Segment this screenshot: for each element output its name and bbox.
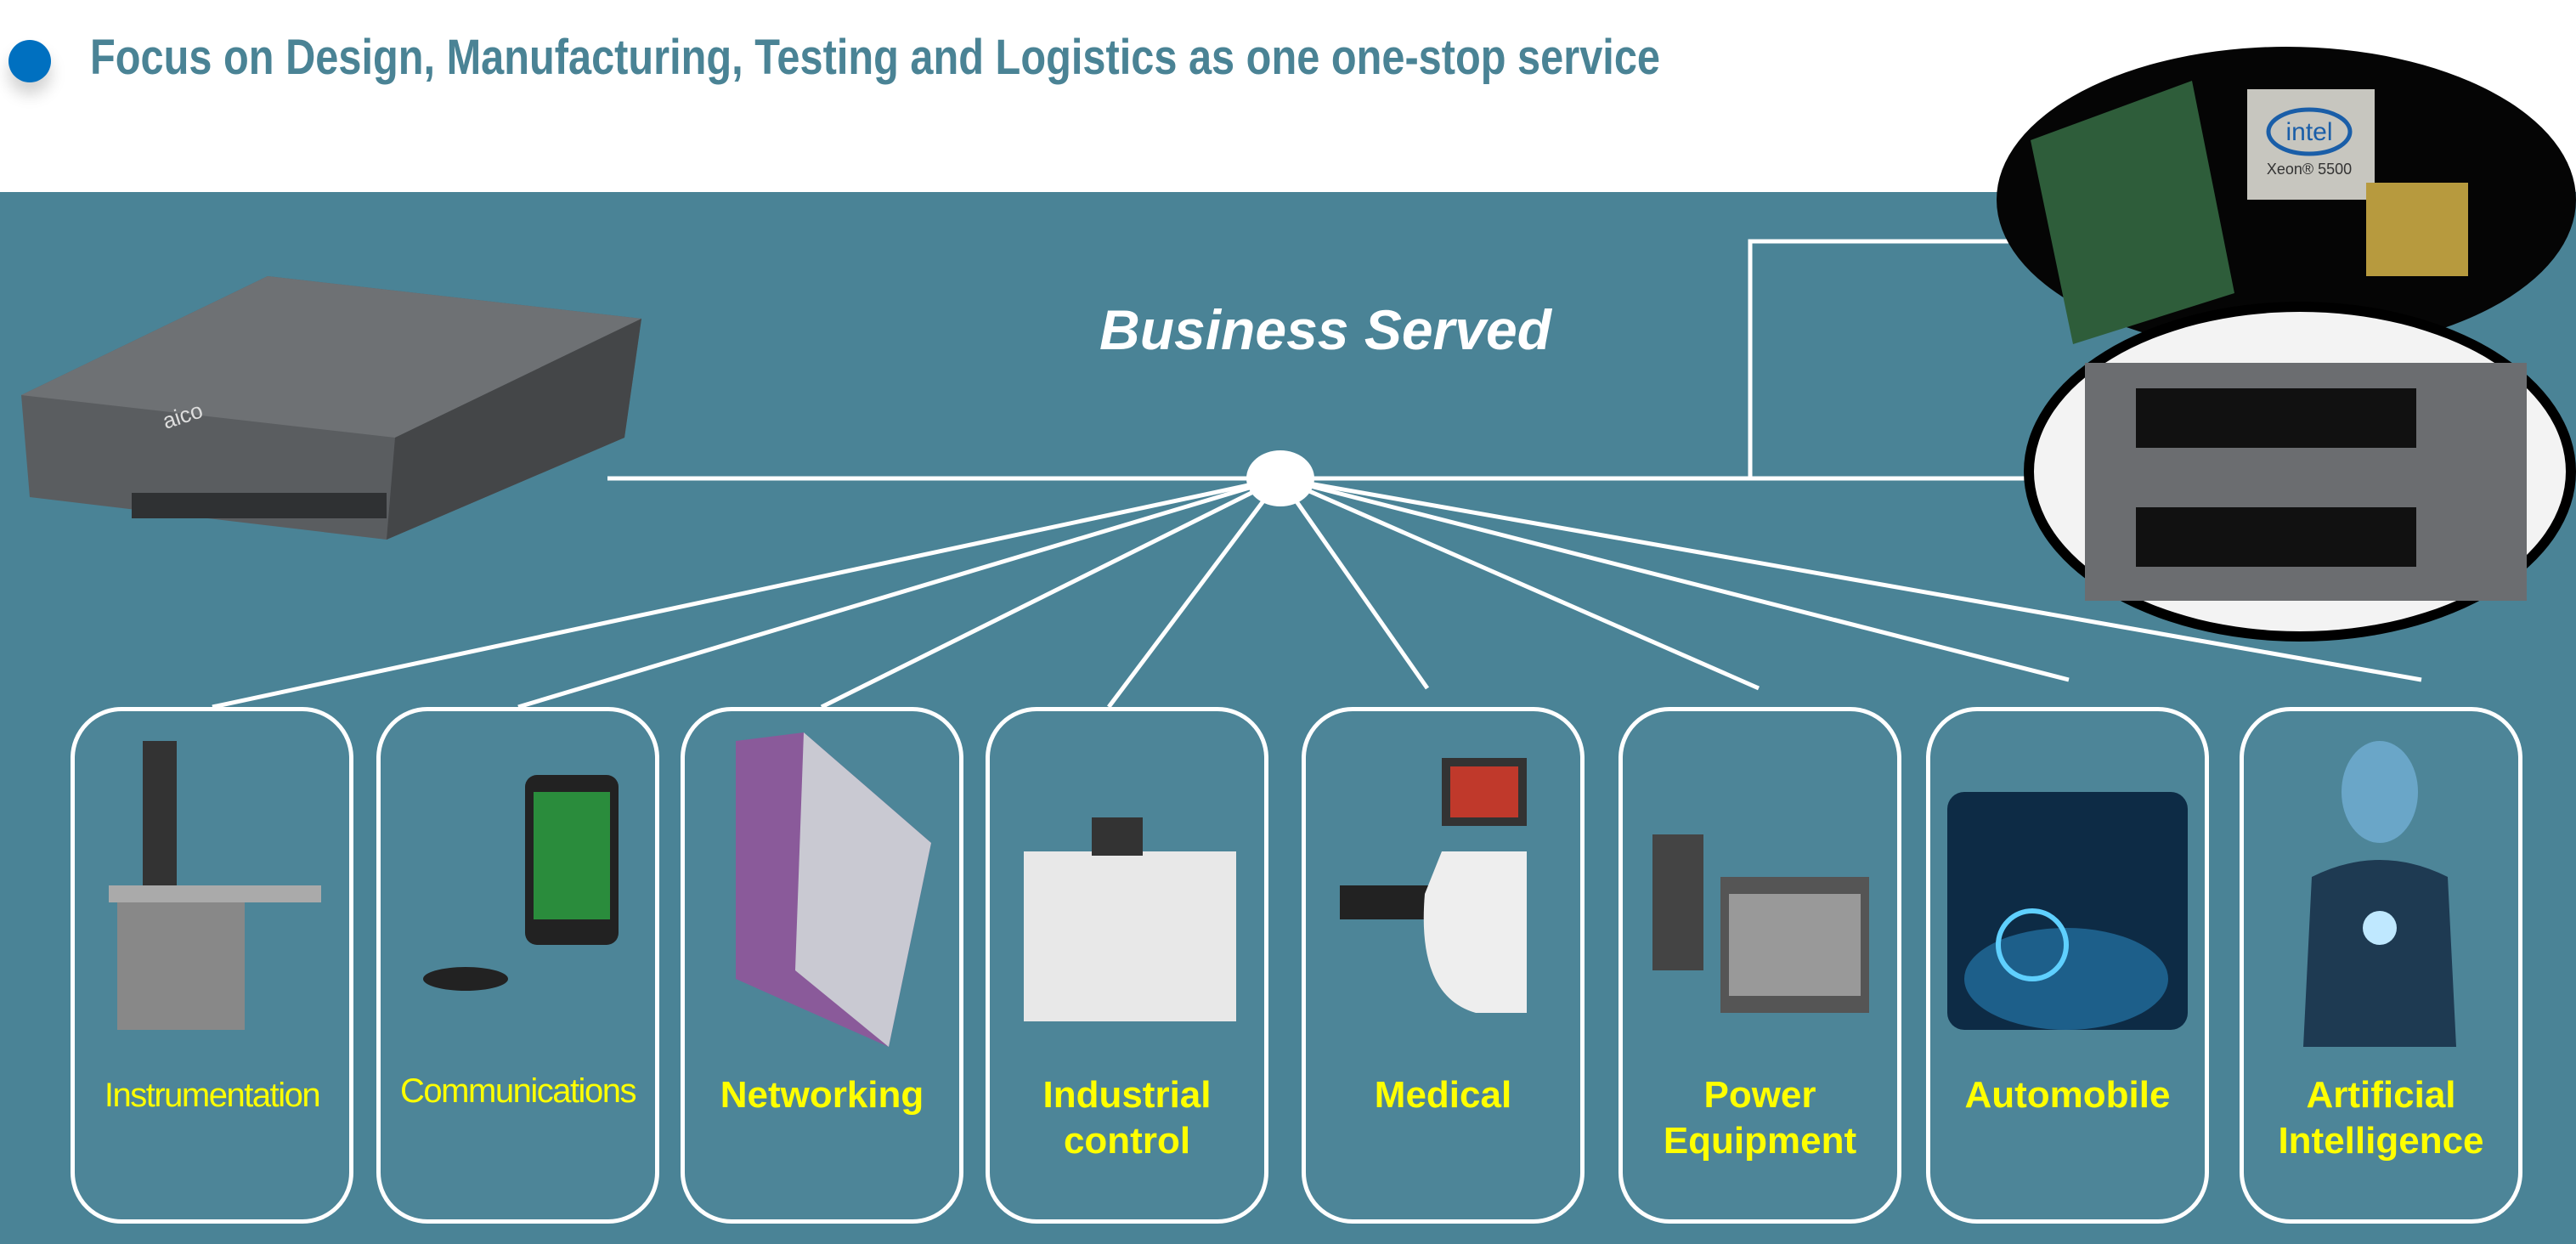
category-label: Power Equipment [1663, 1074, 1857, 1162]
medical-cart-image [1340, 758, 1527, 1013]
category-label: Industrial control [1042, 1074, 1212, 1162]
category-card-automobile[interactable]: Automobile [1926, 707, 2209, 1224]
network-appliance-image [736, 732, 931, 1047]
svg-text:intel: intel [2285, 118, 2332, 146]
category-card-power-equipment[interactable]: Power Equipment [1618, 707, 1901, 1224]
category-card-medical[interactable]: Medical [1302, 707, 1585, 1224]
category-card-communications[interactable]: Communications [376, 707, 659, 1224]
category-label: Networking [720, 1074, 924, 1116]
car-dashboard-image [1947, 792, 2188, 1030]
svg-text:Xeon® 5500: Xeon® 5500 [2267, 161, 2352, 178]
category-card-instrumentation[interactable]: Instrumentation [71, 707, 353, 1224]
category-label: Automobile [1964, 1074, 2171, 1116]
controller-device-image: aico [21, 276, 641, 540]
bullet-icon [8, 40, 51, 82]
category-label: Instrumentation [104, 1077, 321, 1114]
page-title: Focus on Design, Manufacturing, Testing … [90, 30, 1661, 85]
diagram-title: Business Served [1099, 298, 1551, 361]
measuring-machine-image [109, 741, 321, 1030]
category-card-industrial-control[interactable]: Industrial control [986, 707, 1268, 1224]
category-label: Medical [1374, 1074, 1512, 1116]
category-label: Communications [400, 1072, 636, 1110]
category-label: Artificial Intelligence [2278, 1074, 2484, 1162]
industrial-machine-image [1024, 817, 1236, 1021]
server-rack-image [1652, 834, 1869, 1013]
category-card-artificial-intelligence[interactable]: Artificial Intelligence [2240, 707, 2522, 1224]
enclosure-image [2024, 302, 2576, 642]
robot-image [2303, 741, 2456, 1047]
phone-image [423, 775, 619, 991]
hub-node [1246, 450, 1314, 506]
category-card-networking[interactable]: Networking [681, 707, 963, 1224]
